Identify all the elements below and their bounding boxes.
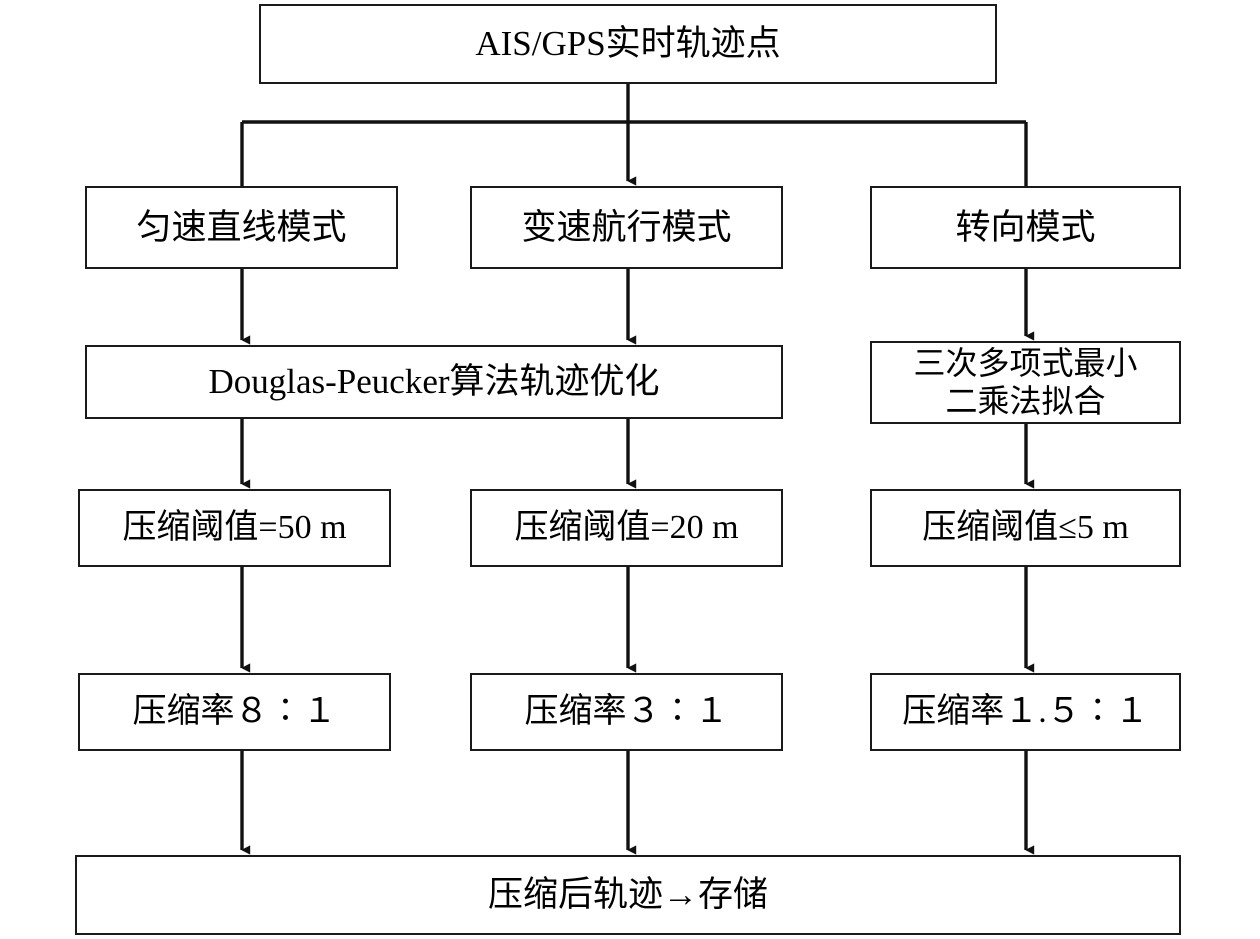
node-rate-variable-label: 压缩率３∶１ [524, 692, 729, 730]
node-source[interactable]: AIS/GPS实时轨迹点 [259, 4, 997, 84]
node-mode-uniform[interactable]: 匀速直线模式 [85, 186, 398, 269]
node-rate-turning[interactable]: 压缩率１.５∶１ [870, 673, 1181, 751]
node-threshold-uniform[interactable]: 压缩阈值=50 m [78, 489, 391, 567]
node-rate-uniform[interactable]: 压缩率８∶１ [78, 673, 391, 751]
node-threshold-uniform-label: 压缩阈值=50 m [122, 508, 347, 546]
node-rate-turning-label: 压缩率１.５∶１ [902, 692, 1149, 730]
node-sink[interactable]: 压缩后轨迹→存储 [75, 855, 1181, 935]
node-threshold-variable-label: 压缩阈值=20 m [514, 508, 739, 546]
node-mode-variable[interactable]: 变速航行模式 [470, 186, 783, 269]
node-threshold-variable[interactable]: 压缩阈值=20 m [470, 489, 783, 567]
node-process-least-squares-label: 三次多项式最小 二乘法拟合 [913, 344, 1138, 419]
node-mode-variable-label: 变速航行模式 [521, 207, 732, 247]
node-process-douglas-peucker-label: Douglas-Peucker算法轨迹优化 [208, 362, 660, 402]
node-mode-turning-label: 转向模式 [955, 207, 1096, 247]
node-process-douglas-peucker[interactable]: Douglas-Peucker算法轨迹优化 [85, 345, 783, 419]
node-rate-uniform-label: 压缩率８∶１ [132, 692, 337, 730]
node-source-label: AIS/GPS实时轨迹点 [475, 24, 781, 64]
node-sink-label: 压缩后轨迹→存储 [487, 875, 768, 915]
node-rate-variable[interactable]: 压缩率３∶１ [470, 673, 783, 751]
node-threshold-turning-label: 压缩阈值≤5 m [922, 508, 1129, 546]
node-process-least-squares[interactable]: 三次多项式最小 二乘法拟合 [870, 341, 1181, 424]
node-mode-uniform-label: 匀速直线模式 [136, 207, 347, 247]
node-threshold-turning[interactable]: 压缩阈值≤5 m [870, 489, 1181, 567]
node-mode-turning[interactable]: 转向模式 [870, 186, 1181, 269]
